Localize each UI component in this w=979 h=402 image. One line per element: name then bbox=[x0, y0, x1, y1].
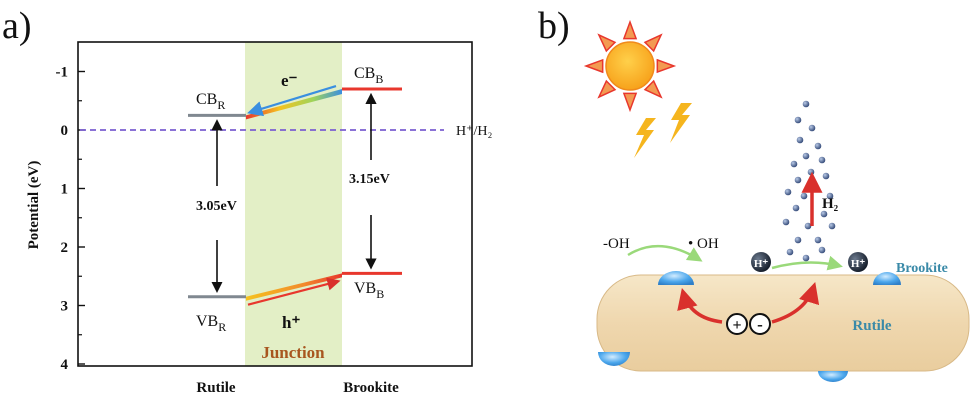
y-tick-label: 0 bbox=[61, 123, 69, 139]
sun-ray bbox=[643, 33, 663, 53]
h2-bubble bbox=[826, 192, 834, 200]
y-axis-ticks: -1 0 1 2 3 4 bbox=[56, 65, 85, 373]
h2-bubble bbox=[796, 136, 804, 144]
h2-bubble bbox=[820, 210, 828, 218]
panel-b: H₂ Rutile Brookite + - -OH • OH H⁺ bbox=[583, 19, 970, 382]
sun-ray bbox=[622, 92, 638, 113]
hole-symbol: + bbox=[732, 317, 741, 334]
h2-bubble bbox=[802, 254, 810, 262]
h2-bubble bbox=[790, 160, 798, 168]
sun-icon bbox=[583, 19, 677, 113]
sun-ray bbox=[597, 79, 617, 99]
sun-ray bbox=[656, 58, 677, 74]
h2-bubble bbox=[794, 236, 802, 244]
panel-a-label: a) bbox=[2, 5, 32, 47]
sun-ray bbox=[643, 79, 663, 99]
lightning-icon bbox=[670, 103, 692, 143]
h2-bubble bbox=[792, 204, 800, 212]
plot-frame bbox=[77, 41, 473, 367]
h2-bubble bbox=[828, 222, 836, 230]
x-label-rutile: Rutile bbox=[196, 380, 236, 396]
hole-migration-arrow bbox=[677, 287, 723, 324]
h2-bubble bbox=[784, 188, 792, 196]
brookite-gap-label: 3.15eV bbox=[349, 172, 390, 187]
h2-bubble bbox=[814, 236, 822, 244]
electron-label: e⁻ bbox=[281, 71, 298, 90]
electron-transfer-arrow bbox=[247, 84, 337, 117]
h2-bubble bbox=[804, 222, 812, 230]
oxidation-arrow bbox=[627, 244, 703, 262]
electron-hole-pair: + - bbox=[726, 313, 771, 335]
lightning-icon bbox=[634, 118, 656, 158]
h2-bubbles bbox=[782, 100, 836, 262]
rutile-label: Rutile bbox=[852, 318, 892, 334]
reference-label: H⁺/H₂ bbox=[456, 124, 493, 139]
x-label-brookite: Brookite bbox=[343, 380, 399, 396]
sun-ray bbox=[583, 58, 604, 74]
proton-right: H⁺ bbox=[848, 252, 868, 272]
y-tick-label: 3 bbox=[61, 299, 69, 315]
y-tick-label: 4 bbox=[61, 357, 69, 373]
h2-bubble bbox=[814, 142, 822, 150]
h2-bubble bbox=[822, 172, 830, 180]
brookite-label: Brookite bbox=[896, 261, 948, 276]
h2-bubble bbox=[807, 168, 815, 176]
panel-a: -1 0 1 2 3 4 Potential (eV) H⁺/H₂ 3.05eV 3.15… bbox=[26, 41, 493, 396]
h2-bubble bbox=[800, 192, 808, 200]
panel-b-label: b) bbox=[538, 5, 570, 47]
hydroxide-label: -OH bbox=[603, 236, 630, 252]
h2-bubble bbox=[786, 248, 794, 256]
h2-bubble bbox=[818, 156, 826, 164]
proton-label: H⁺ bbox=[754, 258, 769, 270]
brookite-particle bbox=[818, 371, 848, 382]
h2-bubble bbox=[802, 100, 810, 108]
hydroxyl-radical-label: • OH bbox=[688, 236, 719, 252]
brookite-particle bbox=[873, 272, 901, 285]
reduction-arrow bbox=[771, 255, 843, 271]
h2-bubble bbox=[794, 176, 802, 184]
y-axis-label: Potential (eV) bbox=[26, 161, 42, 250]
brookite-particle bbox=[658, 271, 694, 285]
rutile-cb-label: CBR bbox=[196, 91, 225, 112]
rutile-gap-label: 3.05eV bbox=[196, 199, 237, 214]
rutile-rod bbox=[596, 274, 970, 372]
y-tick-label: 2 bbox=[61, 240, 69, 256]
h2-bubble bbox=[782, 218, 790, 226]
electron-symbol: - bbox=[757, 315, 763, 334]
brookite-cb-label: CBB bbox=[354, 65, 383, 86]
h2-bubble bbox=[794, 116, 802, 124]
h2-bubble bbox=[802, 152, 810, 160]
hole-transfer-arrow bbox=[247, 277, 341, 306]
brookite-vb-label: VBB bbox=[354, 280, 384, 301]
y-tick-label: 1 bbox=[61, 182, 69, 198]
h2-bubble bbox=[808, 124, 816, 132]
proton-label: H⁺ bbox=[851, 258, 866, 270]
rutile-vb-label: VBR bbox=[196, 313, 226, 334]
brookite-particle bbox=[598, 352, 630, 366]
junction-label: Junction bbox=[261, 343, 325, 362]
electron-migration-arrow bbox=[771, 281, 820, 324]
y-tick-label: -1 bbox=[56, 65, 69, 81]
sun-ray bbox=[597, 33, 617, 53]
hole-transfer-wedge bbox=[246, 273, 342, 301]
sun-ray bbox=[622, 19, 638, 40]
h2-label: H₂ bbox=[822, 196, 839, 212]
proton-left: H⁺ bbox=[751, 252, 771, 272]
electron-transfer-wedge bbox=[246, 89, 342, 120]
hole-label: h⁺ bbox=[282, 313, 300, 332]
h2-bubble bbox=[818, 246, 826, 254]
